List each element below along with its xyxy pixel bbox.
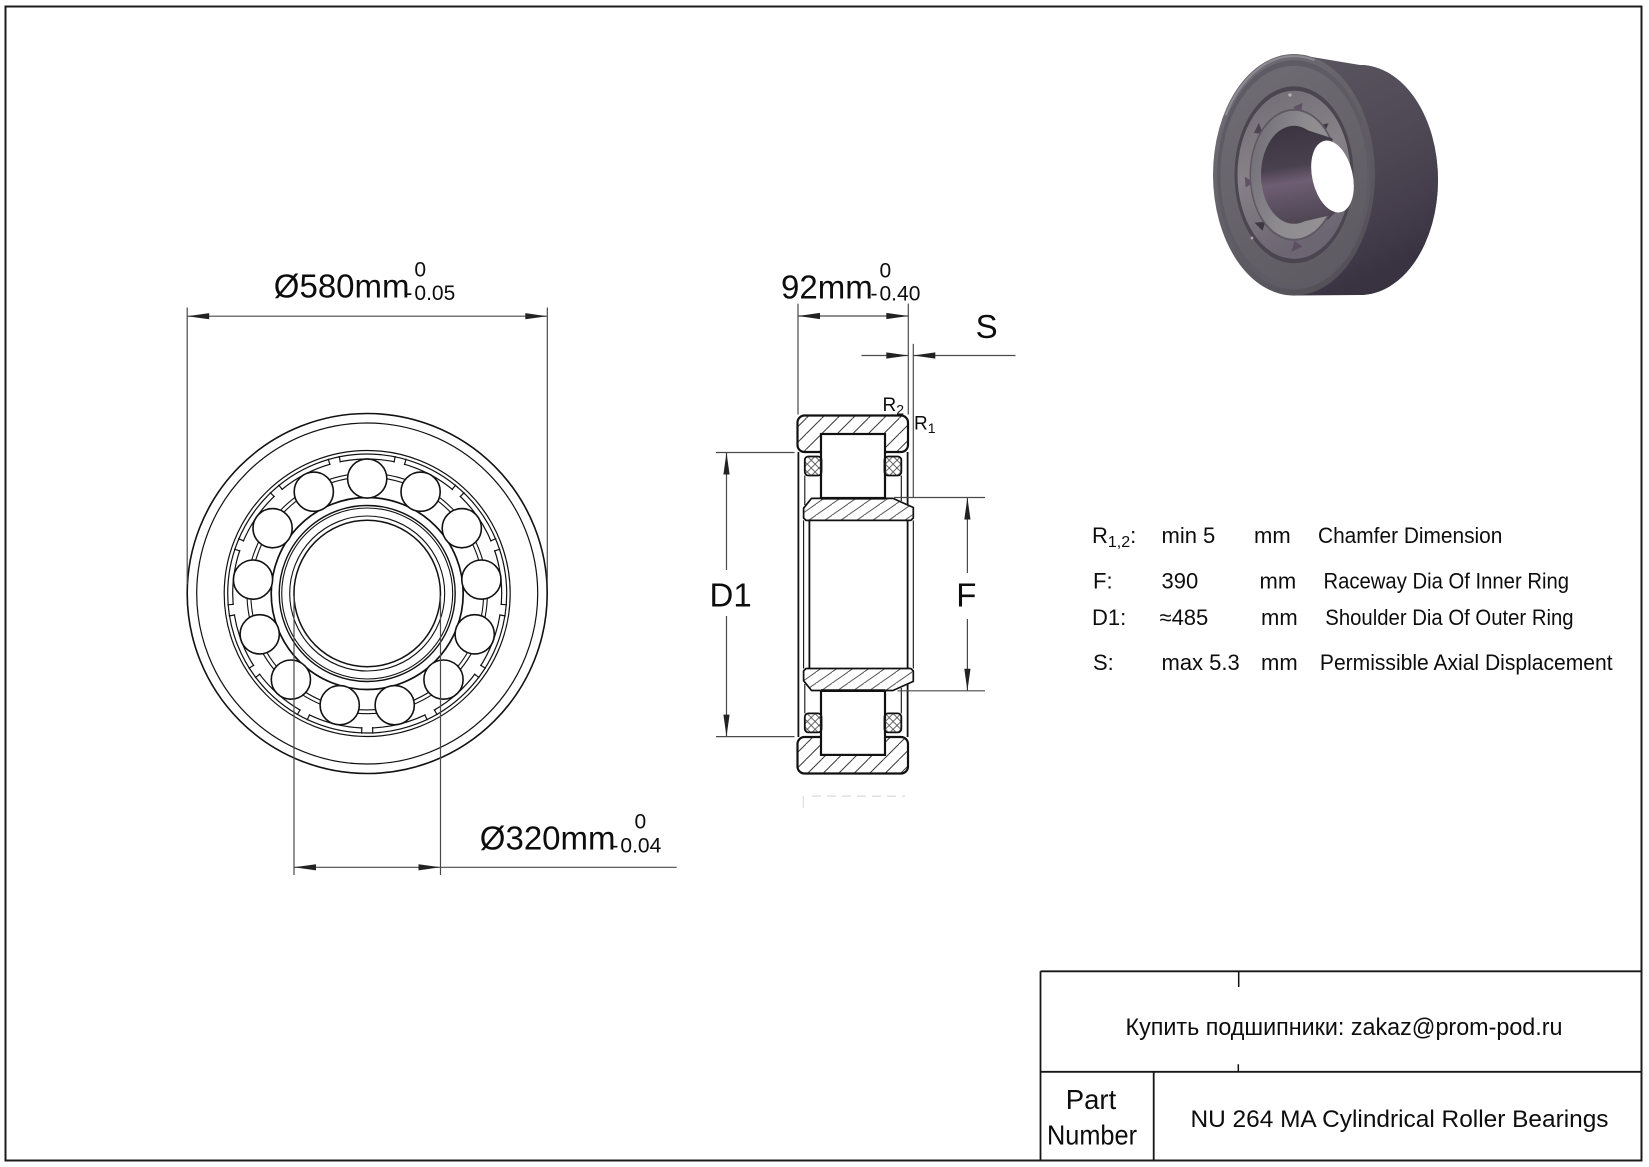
svg-text:mm: mm <box>1261 650 1298 675</box>
svg-text:0: 0 <box>635 811 647 834</box>
svg-text:0: 0 <box>880 259 892 282</box>
svg-text:-: - <box>405 282 412 305</box>
svg-text:Part: Part <box>1066 1084 1117 1115</box>
svg-text:F:: F: <box>1093 569 1113 594</box>
svg-text:Ø320mm: Ø320mm <box>480 819 616 856</box>
svg-text:R1: R1 <box>914 414 936 437</box>
svg-text:Number: Number <box>1047 1120 1137 1151</box>
svg-text:max 5.3: max 5.3 <box>1162 650 1240 675</box>
svg-text:Купить подшипники: zakaz@prom-: Купить подшипники: zakaz@prom-pod.ru <box>1126 1014 1563 1041</box>
svg-text:Permissible Axial Displacement: Permissible Axial Displacement <box>1320 650 1613 675</box>
svg-text:mm: mm <box>1261 605 1298 630</box>
svg-text:0.40: 0.40 <box>880 282 921 305</box>
svg-text:0.05: 0.05 <box>414 282 455 305</box>
svg-text:≈485: ≈485 <box>1160 605 1209 630</box>
svg-text:0.04: 0.04 <box>620 834 661 857</box>
svg-text:Chamfer Dimension: Chamfer Dimension <box>1318 523 1502 548</box>
svg-text:mm: mm <box>1254 523 1291 548</box>
svg-text:S:: S: <box>1093 650 1114 675</box>
svg-text:0: 0 <box>414 258 426 281</box>
svg-text:-: - <box>611 834 618 857</box>
svg-text:Shoulder Dia Of Outer Ring: Shoulder Dia Of Outer Ring <box>1325 605 1573 630</box>
svg-text:390: 390 <box>1162 569 1199 594</box>
svg-text:S: S <box>976 308 998 345</box>
svg-text:-: - <box>871 282 878 305</box>
svg-text:Ø580mm: Ø580mm <box>274 267 410 304</box>
svg-text:R2: R2 <box>883 395 905 418</box>
svg-text:F: F <box>956 576 976 613</box>
svg-text:D1:: D1: <box>1092 605 1126 630</box>
svg-text:92mm: 92mm <box>781 268 873 305</box>
svg-text:min 5: min 5 <box>1162 523 1216 548</box>
svg-text:NU 264 MA Cylindrical Roller B: NU 264 MA Cylindrical Roller Bearings <box>1191 1106 1609 1133</box>
svg-text:mm: mm <box>1260 569 1297 594</box>
svg-text:Raceway Dia Of Inner Ring: Raceway Dia Of Inner Ring <box>1324 569 1570 594</box>
svg-text:D1: D1 <box>710 576 752 613</box>
